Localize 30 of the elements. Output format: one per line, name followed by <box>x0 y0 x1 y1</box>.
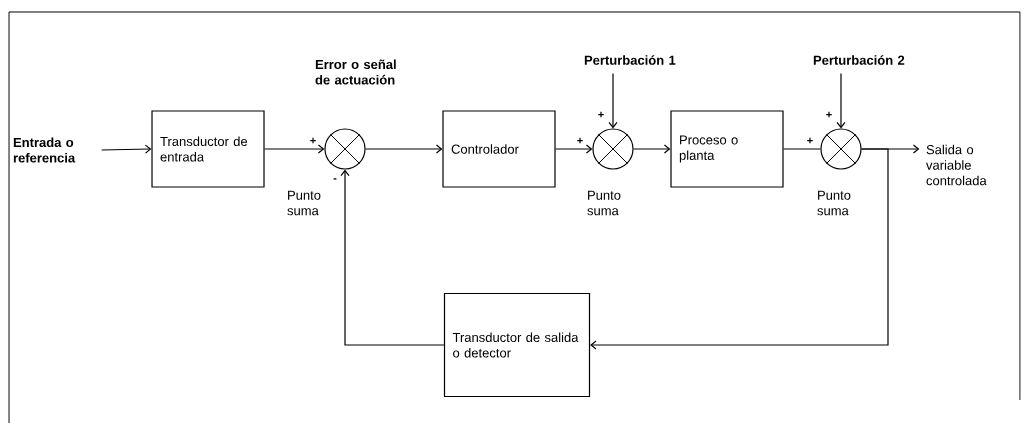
block-box: Proceso o planta <box>670 110 784 188</box>
summing-junction <box>324 128 366 170</box>
signal-label: Entrada o referencia <box>13 137 76 163</box>
signal-label: Perturbación 1 <box>584 55 676 65</box>
junction-label: Punto suma <box>817 190 851 216</box>
block-box: Controlador <box>442 110 556 188</box>
sign-label: + <box>807 137 813 144</box>
sign-label: + <box>310 137 316 144</box>
summing-junction <box>592 128 634 170</box>
arrow <box>590 148 889 350</box>
sign-label: + <box>598 111 604 118</box>
sign-label: - <box>333 178 337 180</box>
block-box: Transductor de entrada <box>151 110 265 188</box>
arrow <box>365 144 443 154</box>
block-box: Transductor de salida o detector <box>443 292 591 398</box>
arrow <box>264 144 325 154</box>
arrow <box>555 144 593 154</box>
signal-label: Error o señal de actuación <box>315 59 396 85</box>
sign-label: + <box>826 111 832 118</box>
arrow <box>633 144 671 154</box>
arrow <box>608 72 618 129</box>
arrow <box>836 72 846 129</box>
summing-junction <box>820 128 862 170</box>
junction-label: Punto suma <box>587 190 621 216</box>
signal-label: Perturbación 2 <box>813 55 905 65</box>
arrow <box>340 169 445 346</box>
sign-label: + <box>577 137 583 144</box>
junction-label: Punto suma <box>287 190 321 216</box>
arrow <box>101 144 152 154</box>
signal-label: Salida o variable controlada <box>926 144 987 186</box>
